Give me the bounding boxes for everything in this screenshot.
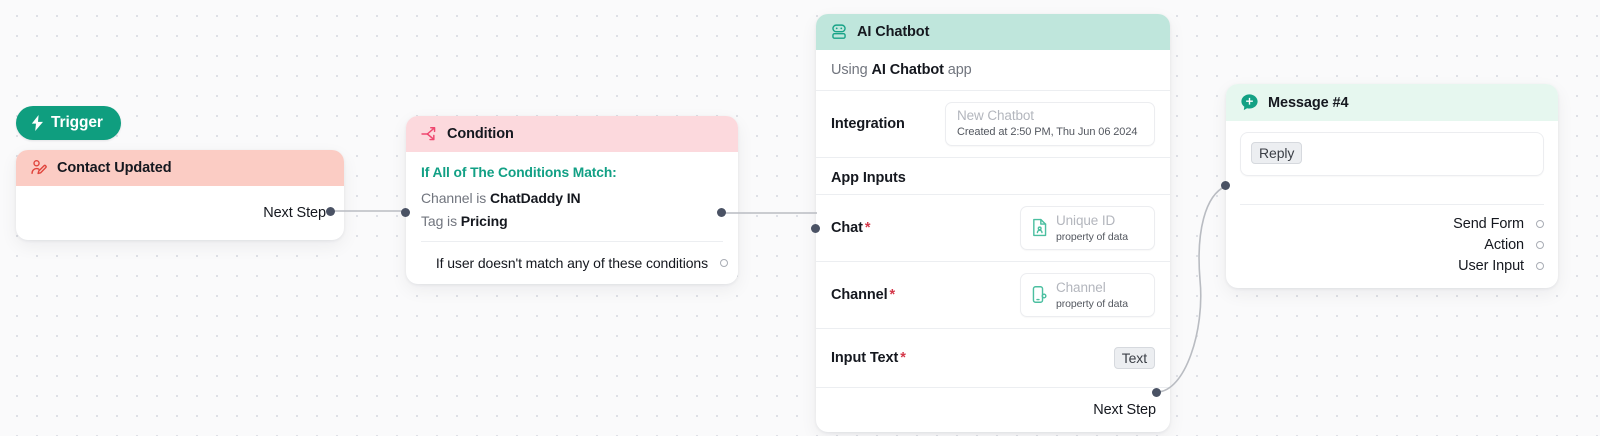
- node-title-ai-chatbot: AI Chatbot: [857, 24, 930, 40]
- required-asterisk: *: [889, 286, 896, 303]
- contact-edit-icon: [30, 159, 48, 177]
- robot-icon: [830, 23, 848, 41]
- device-channel-icon: [1031, 285, 1048, 304]
- node-contact-updated[interactable]: Contact Updated Next Step: [16, 150, 344, 240]
- branch-arrow-icon: [420, 125, 438, 143]
- message-output-label: Action: [1484, 236, 1524, 253]
- message-outputs: Send Form Action User Input: [1226, 205, 1558, 288]
- chatbot-app-inputs-heading: App Inputs: [816, 156, 1170, 194]
- chatbot-next-step-row: Next Step: [816, 387, 1170, 432]
- port-condition-input[interactable]: [401, 208, 410, 217]
- port-chatbot-output[interactable]: [1152, 388, 1161, 397]
- condition-rule-value: ChatDaddy IN: [489, 190, 581, 206]
- node-title-message-4: Message #4: [1268, 94, 1349, 111]
- integration-select[interactable]: New Chatbot Created at 2:50 PM, Thu Jun …: [945, 102, 1155, 146]
- property-chip-name: Unique ID: [1056, 212, 1116, 228]
- message-divider: [1240, 204, 1544, 205]
- integration-created-at: Created at 2:50 PM, Thu Jun 06 2024: [957, 125, 1138, 138]
- message-output-label: Send Form: [1453, 215, 1524, 232]
- property-chip-subtitle: property of data: [1056, 230, 1128, 243]
- node-condition[interactable]: Condition If All of The Conditions Match…: [406, 116, 738, 284]
- property-chip-channel[interactable]: Channel property of data: [1020, 272, 1155, 318]
- message-output-row-send-form: Send Form: [1226, 213, 1558, 234]
- chatbot-input-label-text: Channel: [831, 286, 888, 303]
- chatbot-input-label: Channel*: [831, 287, 895, 303]
- condition-else-row: If user doesn't match any of these condi…: [406, 242, 738, 284]
- port-condition-else-output[interactable]: [720, 259, 728, 267]
- condition-divider: [421, 241, 723, 242]
- node-body-contact-updated: Next Step: [16, 186, 344, 240]
- node-body-ai-chatbot: Using AI Chatbot app Integration New Cha…: [816, 50, 1170, 432]
- port-message-output-action[interactable]: [1536, 240, 1544, 249]
- chatbot-input-row-channel: Channel* Channel property of data: [816, 260, 1170, 328]
- chatbot-next-step-label: Next Step: [1093, 402, 1156, 419]
- chatbot-input-row-chat: Chat* Unique ID property of data: [816, 193, 1170, 261]
- message-output-label: User Input: [1458, 257, 1524, 274]
- node-header-ai-chatbot: AI Chatbot: [816, 14, 1170, 50]
- chatbot-input-label: Chat*: [831, 220, 870, 236]
- chat-bubble-plus-icon: [1240, 93, 1259, 112]
- condition-rule: Channel is ChatDaddy IN: [421, 190, 723, 206]
- integration-name: New Chatbot: [957, 108, 1034, 123]
- port-chatbot-input[interactable]: [811, 224, 820, 233]
- port-message-input[interactable]: [1221, 181, 1230, 190]
- condition-rule-value: Pricing: [460, 213, 508, 229]
- trigger-badge[interactable]: Trigger: [16, 106, 121, 140]
- condition-match-title: If All of The Conditions Match:: [421, 165, 617, 180]
- port-condition-match-output[interactable]: [717, 208, 726, 217]
- required-asterisk: *: [900, 350, 906, 367]
- chatbot-input-label: Input Text*: [831, 350, 906, 366]
- node-body-condition: If All of The Conditions Match: Channel …: [406, 152, 738, 284]
- chatbot-integration-row: Integration New Chatbot Created at 2:50 …: [816, 90, 1170, 157]
- node-title-condition: Condition: [447, 126, 514, 142]
- chatbot-using-app: AI Chatbot: [871, 62, 944, 78]
- chatbot-using-row: Using AI Chatbot app: [816, 50, 1170, 90]
- port-message-output-send-form[interactable]: [1536, 219, 1544, 228]
- node-header-condition: Condition: [406, 116, 738, 152]
- node-header-contact-updated: Contact Updated: [16, 150, 344, 186]
- trigger-next-step-label: Next Step: [263, 205, 326, 221]
- message-output-row-action: Action: [1226, 234, 1558, 255]
- chatbot-input-row-input-text: Input Text* Text: [816, 328, 1170, 387]
- property-chip-name: Channel: [1056, 279, 1106, 295]
- condition-rule-prefix: Tag is: [421, 213, 457, 229]
- input-text-token[interactable]: Text: [1113, 347, 1155, 370]
- chatbot-input-label-text: Chat: [831, 219, 863, 236]
- condition-else-label: If user doesn't match any of these condi…: [435, 255, 708, 271]
- node-ai-chatbot[interactable]: AI Chatbot Using AI Chatbot app Integrat…: [816, 14, 1170, 433]
- chatbot-using-prefix: Using: [831, 62, 868, 78]
- chatbot-input-label-text: Input Text: [831, 350, 899, 367]
- port-message-output-user-input[interactable]: [1536, 261, 1544, 270]
- condition-rule-prefix: Channel is: [421, 190, 487, 206]
- document-person-icon: [1031, 218, 1048, 237]
- property-chip-subtitle: property of data: [1056, 297, 1128, 310]
- message-reply-token[interactable]: Reply: [1251, 142, 1303, 164]
- trigger-next-step-row: Next Step: [16, 186, 344, 240]
- message-reply-field[interactable]: Reply: [1240, 132, 1544, 176]
- required-asterisk: *: [864, 219, 871, 236]
- message-output-row-user-input: User Input: [1226, 255, 1558, 276]
- property-chip-unique-id[interactable]: Unique ID property of data: [1020, 205, 1155, 250]
- condition-rule: Tag is Pricing: [421, 213, 723, 229]
- trigger-badge-label: Trigger: [51, 114, 103, 131]
- node-header-message-4: Message #4: [1226, 84, 1558, 121]
- node-message-4[interactable]: Message #4 Reply Send Form Action User I…: [1226, 84, 1558, 288]
- node-title-contact-updated: Contact Updated: [57, 160, 172, 176]
- chatbot-using-suffix: app: [947, 62, 972, 78]
- chatbot-integration-label: Integration: [831, 115, 905, 132]
- lightning-bolt-icon: [31, 115, 44, 131]
- node-body-message-4: Reply Send Form Action User Input: [1226, 132, 1558, 288]
- port-trigger-output[interactable]: [326, 207, 335, 216]
